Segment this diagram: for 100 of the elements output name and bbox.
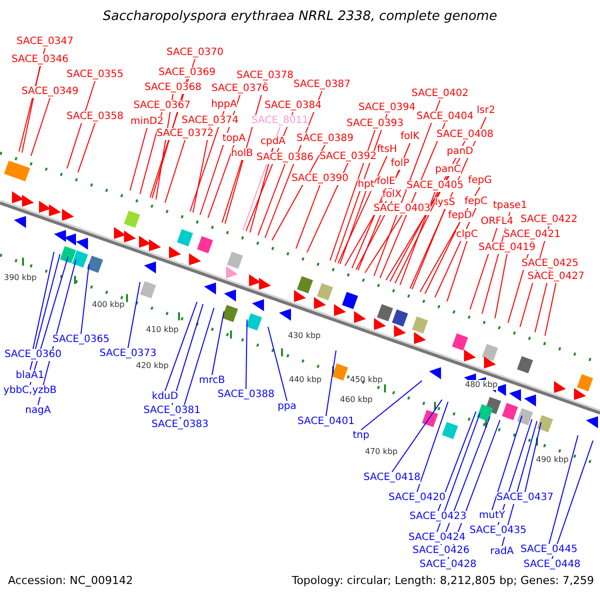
leader-line bbox=[492, 415, 522, 510]
gene-label: fepD bbox=[448, 210, 472, 222]
gene-label: SACE_0347 bbox=[16, 36, 74, 48]
leader-line bbox=[364, 214, 402, 274]
leader-line bbox=[544, 282, 556, 336]
leader-line bbox=[192, 126, 210, 214]
gene-label: SACE_0419 bbox=[478, 242, 536, 254]
gene-label: SACE_0346 bbox=[12, 54, 68, 66]
position-label: 410 kbp bbox=[146, 325, 179, 335]
leader-line bbox=[524, 422, 542, 492]
gene-label: SACE_0422 bbox=[520, 214, 578, 226]
gene-label: SACE_0384 bbox=[264, 100, 322, 112]
gene-label: SACE_0369 bbox=[158, 67, 216, 79]
leader-line bbox=[296, 184, 320, 250]
gene-label: SACE_0435 bbox=[470, 525, 526, 537]
gene-label: mutY bbox=[478, 510, 506, 522]
leader-line bbox=[80, 264, 90, 334]
gene-label: lysS bbox=[434, 197, 456, 209]
leader-line bbox=[470, 228, 498, 310]
leader-line bbox=[164, 301, 198, 392]
leader-line bbox=[494, 254, 508, 319]
gene-label: SACE_0387 bbox=[294, 79, 350, 91]
gene-label: SACE_0378 bbox=[236, 70, 294, 82]
leader-line bbox=[164, 140, 186, 204]
gene-label: cpdA bbox=[260, 136, 286, 148]
gene-label: SACE_0374 bbox=[182, 115, 238, 127]
gene-label: SACE_0381 bbox=[144, 405, 200, 417]
gene-label: ybbC,yzbB bbox=[3, 385, 57, 397]
map-title: Saccharopolyspora erythraea NRRL 2338, complete genome bbox=[102, 10, 498, 23]
gene-label: topA bbox=[222, 133, 246, 145]
position-label: 440 kbp bbox=[289, 375, 322, 385]
leader-line bbox=[338, 156, 388, 264]
leader-line bbox=[400, 192, 436, 286]
gene-label: SACE_0408 bbox=[436, 129, 494, 141]
leader-line bbox=[340, 190, 366, 264]
leader-line bbox=[190, 110, 224, 212]
leader-line bbox=[392, 399, 442, 472]
gene-label: SACE_0358 bbox=[66, 111, 124, 123]
gene-label: SACE_0418 bbox=[364, 472, 420, 484]
gene-label: SACE_0373 bbox=[100, 348, 156, 360]
leader-line bbox=[548, 434, 578, 544]
position-label: 450 kbp bbox=[350, 375, 383, 385]
leader-line bbox=[66, 80, 96, 169]
gene-label: SACE_0421 bbox=[504, 229, 560, 241]
gene-label: SACE_0389 bbox=[296, 133, 354, 145]
leader-line bbox=[434, 208, 476, 298]
leader-line bbox=[30, 98, 50, 156]
gene-label: ORFL4 bbox=[480, 216, 514, 228]
gene-label: SACE_0405 bbox=[406, 180, 464, 192]
gene-label: SACE_0448 bbox=[524, 559, 580, 571]
gene-label: SACE_0404 bbox=[416, 111, 474, 123]
gene-label: hpt bbox=[358, 179, 374, 191]
leader-line bbox=[416, 401, 448, 492]
position-label: 490 kbp bbox=[536, 455, 569, 465]
leader-line bbox=[326, 350, 336, 416]
gene-label: fepC bbox=[464, 196, 488, 208]
gene-label: SACE_0390 bbox=[292, 173, 348, 185]
gene-label: SACE_8011 bbox=[252, 115, 308, 127]
leader-line bbox=[180, 307, 214, 420]
gene-label: SACE_0388 bbox=[218, 389, 274, 401]
gene-label: folX bbox=[382, 189, 402, 201]
gene-label: SACE_0386 bbox=[256, 152, 314, 164]
leader-line bbox=[420, 186, 480, 292]
leader-line bbox=[222, 160, 242, 224]
gene-label: SACE_0428 bbox=[420, 559, 476, 571]
position-label: 420 kbp bbox=[136, 361, 169, 371]
leader-line bbox=[32, 251, 54, 350]
gene-label: SACE_0365 bbox=[52, 334, 110, 346]
gene-label: folK bbox=[400, 131, 420, 143]
gene-label: folE bbox=[376, 176, 396, 188]
leader-line bbox=[212, 310, 224, 376]
gene-label: minD2 bbox=[130, 116, 164, 128]
position-label: 400 kbp bbox=[92, 300, 125, 310]
gene-label: SACE_0392 bbox=[320, 151, 376, 163]
gene-label: folP bbox=[390, 158, 410, 170]
gene-label: ftsH bbox=[377, 144, 397, 156]
position-label: 460 kbp bbox=[340, 395, 373, 405]
gene-label: kduD bbox=[152, 391, 178, 403]
leader-line bbox=[424, 222, 460, 294]
leader-line bbox=[258, 164, 286, 236]
gene-label: SACE_0368 bbox=[144, 82, 202, 94]
gene-label: SACE_0426 bbox=[412, 545, 470, 557]
gene-label: SACE_0437 bbox=[496, 492, 554, 504]
gene-label: ppa bbox=[278, 401, 296, 413]
position-label: 480 kbp bbox=[465, 380, 498, 390]
leader-line bbox=[446, 240, 468, 302]
gene-label: SACE_0349 bbox=[22, 86, 78, 98]
gene-label: holB bbox=[230, 148, 254, 160]
leader-line bbox=[394, 176, 448, 284]
gene-label: SACE_0401 bbox=[298, 416, 354, 428]
gene-label: nagA bbox=[25, 405, 51, 417]
gene-label: panD bbox=[446, 146, 474, 158]
gene-label: clpC bbox=[456, 229, 478, 241]
leader-line bbox=[268, 326, 288, 402]
leader-line bbox=[330, 130, 376, 261]
leader-line bbox=[412, 208, 446, 290]
position-label: 390 kbp bbox=[4, 273, 37, 283]
leader-line bbox=[552, 440, 594, 560]
gene-label: SACE_0425 bbox=[522, 258, 578, 270]
leader-line bbox=[128, 282, 140, 348]
